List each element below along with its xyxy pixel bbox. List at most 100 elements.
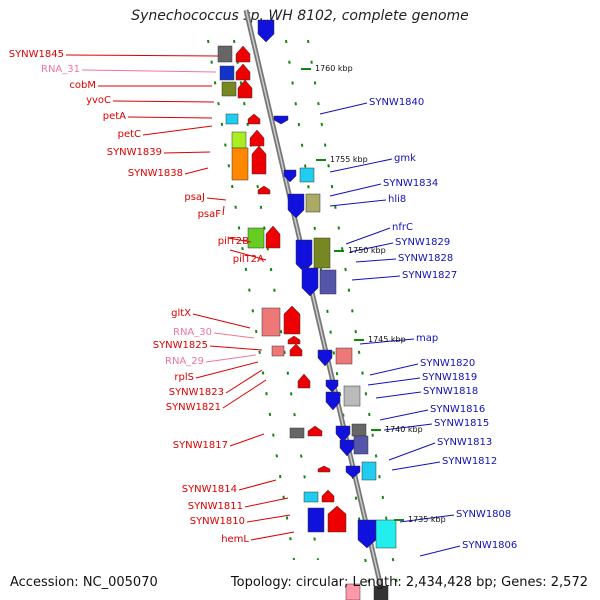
gene-synw1810-blue (307, 507, 325, 533)
scale-marker-label: 1745 kbp (368, 335, 406, 344)
left-gene-label[interactable]: SYNW1814 (181, 484, 237, 495)
left-leader-line (222, 379, 267, 409)
left-gene-label[interactable]: petC (117, 129, 141, 140)
left-gene-label[interactable]: SYNW1810 (189, 516, 245, 527)
gene-synw1811-box (303, 491, 319, 503)
left-gene-label[interactable]: gltX (171, 308, 191, 319)
gene-synw1814 (317, 465, 331, 473)
right-gene-label[interactable]: SYNW1840 (369, 97, 425, 108)
right-gene-label[interactable]: SYNW1829 (395, 237, 451, 248)
scale-marker-label: 1755 kbp (330, 155, 368, 164)
gene-synw1812 (345, 465, 361, 479)
left-leader-line (112, 100, 215, 103)
left-leader-line (246, 514, 291, 523)
left-gene-label[interactable]: yvoC (86, 95, 111, 106)
gene-synw1806 (375, 519, 397, 549)
left-leader-line (238, 479, 277, 491)
right-leader-line (355, 258, 397, 263)
left-gene-label[interactable]: SYNW1845 (8, 49, 64, 60)
scale-marker-label: 1760 kbp (315, 64, 353, 73)
right-gene-label[interactable]: map (416, 333, 439, 344)
right-gene-label[interactable]: SYNW1806 (462, 540, 518, 551)
gene-cobm-box (219, 65, 235, 81)
right-gene-label[interactable]: SYNW1808 (456, 509, 512, 520)
left-gene-label[interactable]: SYNW1825 (152, 340, 208, 351)
gene-yvoc-box (221, 81, 237, 97)
left-leader-line (227, 237, 252, 243)
left-leader-line (213, 332, 255, 339)
right-gene-label[interactable]: SYNW1828 (398, 253, 454, 264)
right-gene-label[interactable]: gmk (394, 153, 416, 164)
gene-synw1820 (325, 379, 339, 393)
accession-text: Accession: NC_005070 (10, 575, 158, 590)
left-gene-label[interactable]: cobM (69, 80, 96, 91)
left-gene-label[interactable]: petA (102, 111, 126, 122)
left-gene-label[interactable]: hemL (221, 534, 249, 545)
right-leader-line (391, 461, 441, 471)
gene-synw1817-box (289, 427, 305, 439)
left-gene-label[interactable]: pilT2A (232, 254, 264, 265)
left-gene-label[interactable]: RNA_29 (165, 356, 204, 367)
right-gene-label[interactable]: SYNW1827 (402, 270, 458, 281)
gene-rna31-region (235, 45, 251, 63)
right-leader-line (375, 391, 422, 399)
gene-pilt2b (247, 227, 265, 249)
gene-peta-box (225, 113, 239, 125)
gene-bottom-dark (373, 585, 389, 600)
right-gene-label[interactable]: SYNW1815 (434, 418, 490, 429)
left-gene-label[interactable]: SYNW1811 (187, 501, 243, 512)
right-gene-label[interactable]: SYNW1812 (442, 456, 498, 467)
gene-nfrc (295, 239, 313, 273)
dash-guide-right (307, 39, 399, 591)
gene-synw1818 (343, 385, 361, 407)
gene-synw1811 (321, 489, 335, 503)
right-gene-label[interactable]: SYNW1819 (422, 372, 478, 383)
gene-pilt2a (265, 225, 281, 249)
gene-synw1828 (301, 267, 319, 297)
left-leader-line (209, 345, 263, 351)
right-leader-line (383, 423, 433, 431)
gene-synw1834 (287, 193, 305, 219)
left-gene-label[interactable]: SYNW1821 (165, 402, 221, 413)
left-gene-label[interactable]: psaF (197, 209, 221, 220)
gene-yvoc (237, 79, 253, 99)
right-gene-label[interactable]: SYNW1818 (423, 386, 479, 397)
left-gene-label[interactable]: RNA_30 (173, 327, 212, 338)
left-leader-line (142, 125, 213, 136)
gene-rpls (289, 343, 303, 357)
gene-synw1816 (335, 425, 351, 443)
right-gene-label[interactable]: hli8 (388, 194, 407, 205)
gene-gmk (299, 167, 315, 183)
left-gene-label[interactable]: SYNW1838 (127, 168, 183, 179)
left-gene-label[interactable]: psaJ (184, 192, 205, 203)
right-leader-line (359, 338, 415, 345)
gene-synw1845 (217, 45, 233, 63)
left-leader-line (205, 354, 257, 363)
left-leader-line (229, 433, 265, 447)
right-leader-line (367, 377, 421, 386)
left-gene-label[interactable]: SYNW1839 (106, 147, 162, 158)
left-leader-line (81, 69, 217, 73)
left-leader-line (229, 249, 267, 261)
right-leader-line (329, 158, 393, 173)
gene-bottom-pink (345, 583, 361, 600)
topology-text: Topology: circular; Length: 2,434,428 bp… (230, 575, 588, 590)
gene-petc (249, 129, 265, 147)
right-leader-line (419, 545, 461, 557)
right-gene-label[interactable]: SYNW1816 (430, 404, 486, 415)
right-leader-line (369, 363, 419, 376)
right-gene-label[interactable]: SYNW1834 (383, 178, 439, 189)
left-gene-label[interactable]: SYNW1817 (172, 440, 228, 451)
gene-synw1812-box (361, 461, 377, 481)
right-gene-label[interactable]: SYNW1820 (420, 358, 476, 369)
left-leader-line (65, 54, 219, 57)
left-gene-label[interactable]: pilT2B (217, 236, 249, 247)
left-gene-label[interactable]: RNA_31 (41, 64, 80, 75)
right-gene-label[interactable]: SYNW1813 (437, 437, 493, 448)
left-leader-line (225, 369, 263, 394)
left-gene-label[interactable]: SYNW1823 (168, 387, 224, 398)
right-gene-label[interactable]: nfrC (392, 222, 413, 233)
gene-synw1838 (251, 145, 267, 175)
left-gene-label[interactable]: rplS (174, 372, 194, 383)
gene-rna29-box (271, 345, 285, 357)
